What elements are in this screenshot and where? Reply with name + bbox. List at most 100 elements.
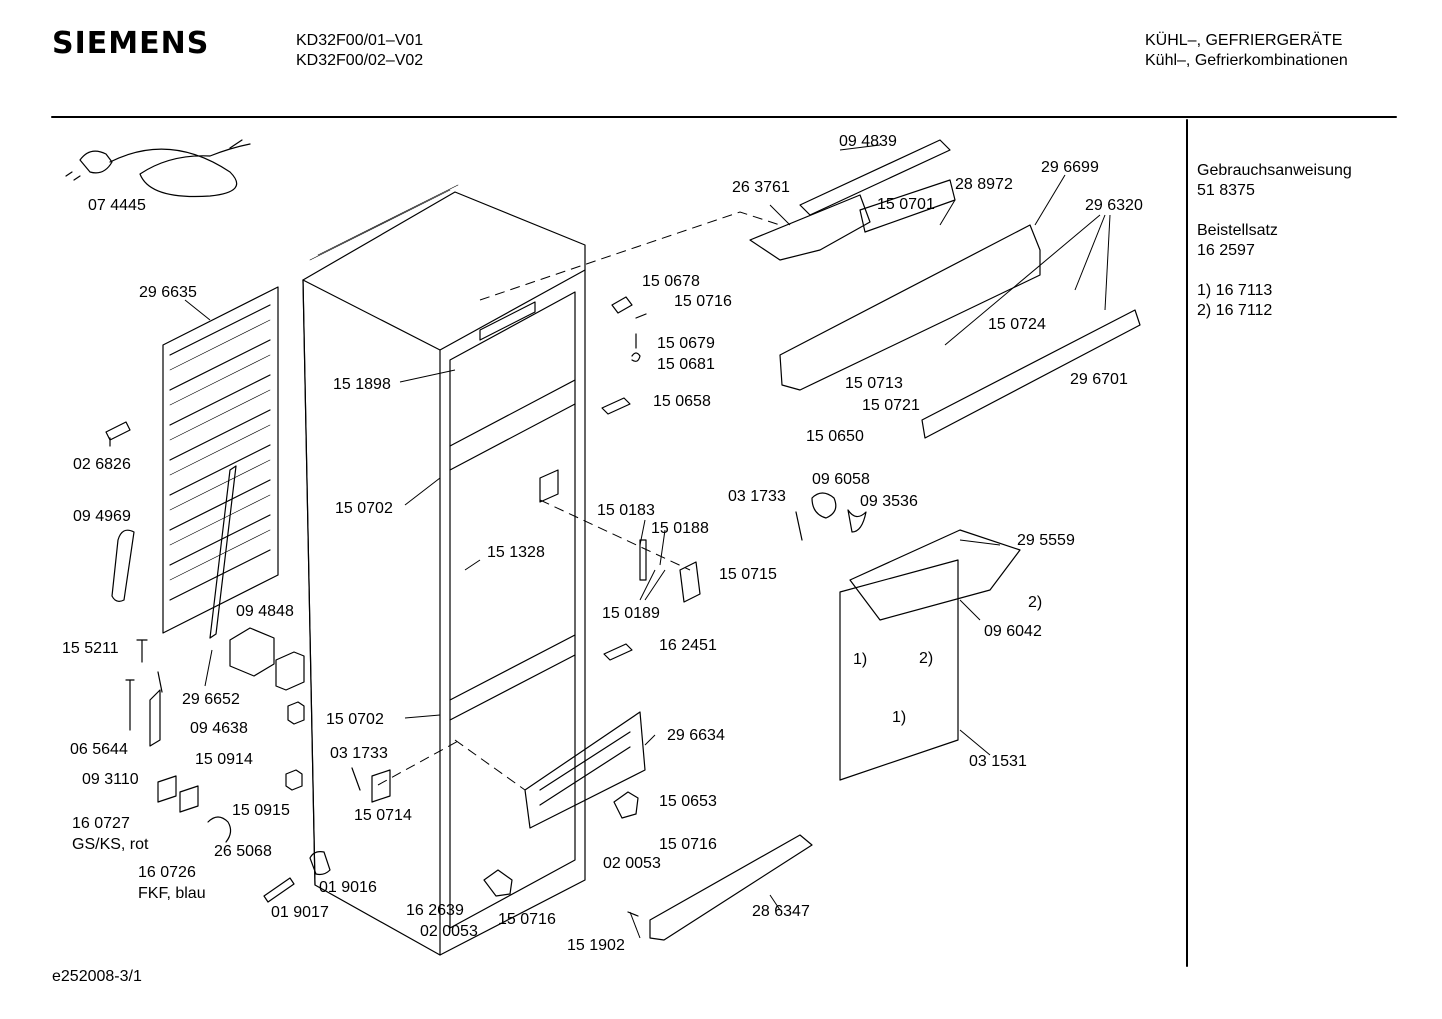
sensor-093110 bbox=[149, 671, 163, 747]
part-label: 09 3110 bbox=[82, 771, 139, 788]
part-label: 2) bbox=[919, 650, 934, 667]
bracket-150653 bbox=[613, 791, 639, 819]
part-label: 09 4969 bbox=[73, 508, 131, 525]
part-151902 bbox=[627, 911, 639, 917]
part-label: 09 4848 bbox=[236, 603, 294, 620]
part-label: 07 4445 bbox=[88, 197, 146, 214]
part-label: 26 3761 bbox=[732, 179, 790, 196]
part-label: 16 2639 bbox=[406, 902, 464, 919]
manual-label: Gebrauchsanweisung bbox=[1197, 162, 1352, 179]
part-label: 02 0053 bbox=[420, 923, 478, 940]
part-label: 29 5559 bbox=[1017, 532, 1075, 549]
tube-drawing bbox=[111, 529, 135, 602]
part-label: 28 8972 bbox=[955, 176, 1013, 193]
part-label: 15 0653 bbox=[659, 793, 717, 810]
part-label: 15 0702 bbox=[326, 711, 384, 728]
part-label: 15 0658 bbox=[653, 393, 711, 410]
evaporator-drawing bbox=[524, 711, 646, 829]
part-label: 16 0726 bbox=[138, 864, 196, 881]
part-label: 1) bbox=[853, 651, 868, 668]
grommet-019017 bbox=[263, 877, 295, 903]
hinge-parts-1501xx bbox=[639, 539, 701, 603]
part-label: 1) bbox=[892, 709, 907, 726]
part-label: 15 0701 bbox=[877, 196, 935, 213]
part-label: 15 0914 bbox=[195, 751, 253, 768]
brand-logo: SIEMENS bbox=[52, 26, 210, 61]
cable-drawing bbox=[207, 816, 232, 843]
part-label: 15 0715 bbox=[719, 566, 777, 583]
part-label: 15 1898 bbox=[333, 376, 391, 393]
part-label: 16 0727 bbox=[72, 815, 130, 832]
part-label: 15 0915 bbox=[232, 802, 290, 819]
model-number-1: KD32F00/01–V01 bbox=[296, 32, 424, 49]
clip-drawing bbox=[105, 421, 131, 447]
part-label: 09 3536 bbox=[860, 493, 918, 510]
part-label: 15 5211 bbox=[62, 640, 119, 657]
condenser-drawing bbox=[162, 286, 279, 639]
cabinet-drawing bbox=[302, 184, 586, 956]
box-094638 bbox=[275, 651, 305, 691]
part-label: 02 0053 bbox=[603, 855, 661, 872]
footnote-1: 1) 16 7113 bbox=[1197, 282, 1273, 299]
part-label: 01 9016 bbox=[319, 879, 377, 896]
part-label: GS/KS, rot bbox=[72, 836, 149, 853]
part-label: 29 6699 bbox=[1041, 159, 1099, 176]
part-label: 29 6652 bbox=[182, 691, 240, 708]
part-label: 15 0713 bbox=[845, 375, 903, 392]
grommet-019016 bbox=[309, 851, 331, 876]
part-label: 2) bbox=[1028, 594, 1043, 611]
part-label: 03 1531 bbox=[969, 753, 1027, 770]
box-094848 bbox=[229, 627, 275, 677]
diagram-id: e252008-3/1 bbox=[52, 968, 142, 985]
parts-096058-093536 bbox=[811, 492, 867, 533]
part-label: 15 0681 bbox=[657, 356, 715, 373]
part-label: 29 6320 bbox=[1085, 197, 1143, 214]
category-title: KÜHL–, GEFRIERGERÄTE bbox=[1145, 32, 1343, 49]
hinge-plate-drawing bbox=[839, 529, 1021, 781]
part-031733 bbox=[795, 511, 803, 541]
power-cord-drawing bbox=[65, 139, 251, 198]
sensor-065644 bbox=[125, 679, 135, 731]
part-label: 02 6826 bbox=[73, 456, 131, 473]
part-label: 09 4638 bbox=[190, 720, 248, 737]
parts-031733-150714 bbox=[351, 767, 391, 803]
part-label: 29 6634 bbox=[667, 727, 725, 744]
part-label: 15 0679 bbox=[657, 335, 715, 352]
base-cover-drawing bbox=[649, 834, 813, 941]
control-panel-drawing bbox=[749, 139, 1141, 439]
bracket-162639 bbox=[483, 869, 513, 897]
part-label: 15 0714 bbox=[354, 807, 412, 824]
part-150915 bbox=[285, 769, 303, 791]
part-label: 16 2451 bbox=[659, 637, 717, 654]
part-label: 29 6635 bbox=[139, 284, 197, 301]
part-label: 09 4839 bbox=[839, 133, 897, 150]
bracket-150678 bbox=[611, 296, 647, 319]
part-label: 29 6701 bbox=[1070, 371, 1128, 388]
part-label: 15 0721 bbox=[862, 397, 920, 414]
bracket-150658 bbox=[601, 397, 631, 415]
part-label: 15 0716 bbox=[498, 911, 556, 928]
part-label: 15 0724 bbox=[988, 316, 1046, 333]
kit-label: Beistellsatz bbox=[1197, 222, 1278, 239]
part-label: 15 0650 bbox=[806, 428, 864, 445]
pin-150679 bbox=[631, 333, 641, 362]
part-label: 15 0183 bbox=[597, 502, 655, 519]
bracket-162451 bbox=[603, 643, 633, 661]
leader-lines bbox=[184, 144, 1111, 939]
part-label: 03 1733 bbox=[330, 745, 388, 762]
part-label: FKF, blau bbox=[138, 885, 206, 902]
footnote-2: 2) 16 7112 bbox=[1197, 302, 1273, 319]
part-label: 28 6347 bbox=[752, 903, 810, 920]
part-label: 15 0189 bbox=[602, 605, 660, 622]
part-150914 bbox=[287, 701, 305, 725]
part-label: 15 0716 bbox=[659, 836, 717, 853]
part-label: 26 5068 bbox=[214, 843, 272, 860]
part-label: 09 6042 bbox=[984, 623, 1042, 640]
part-label: 15 1902 bbox=[567, 937, 625, 954]
part-label: 09 6058 bbox=[812, 471, 870, 488]
assembly-lines bbox=[377, 211, 781, 791]
sensor-155211 bbox=[136, 639, 148, 663]
model-number-2: KD32F00/02–V02 bbox=[296, 52, 424, 69]
